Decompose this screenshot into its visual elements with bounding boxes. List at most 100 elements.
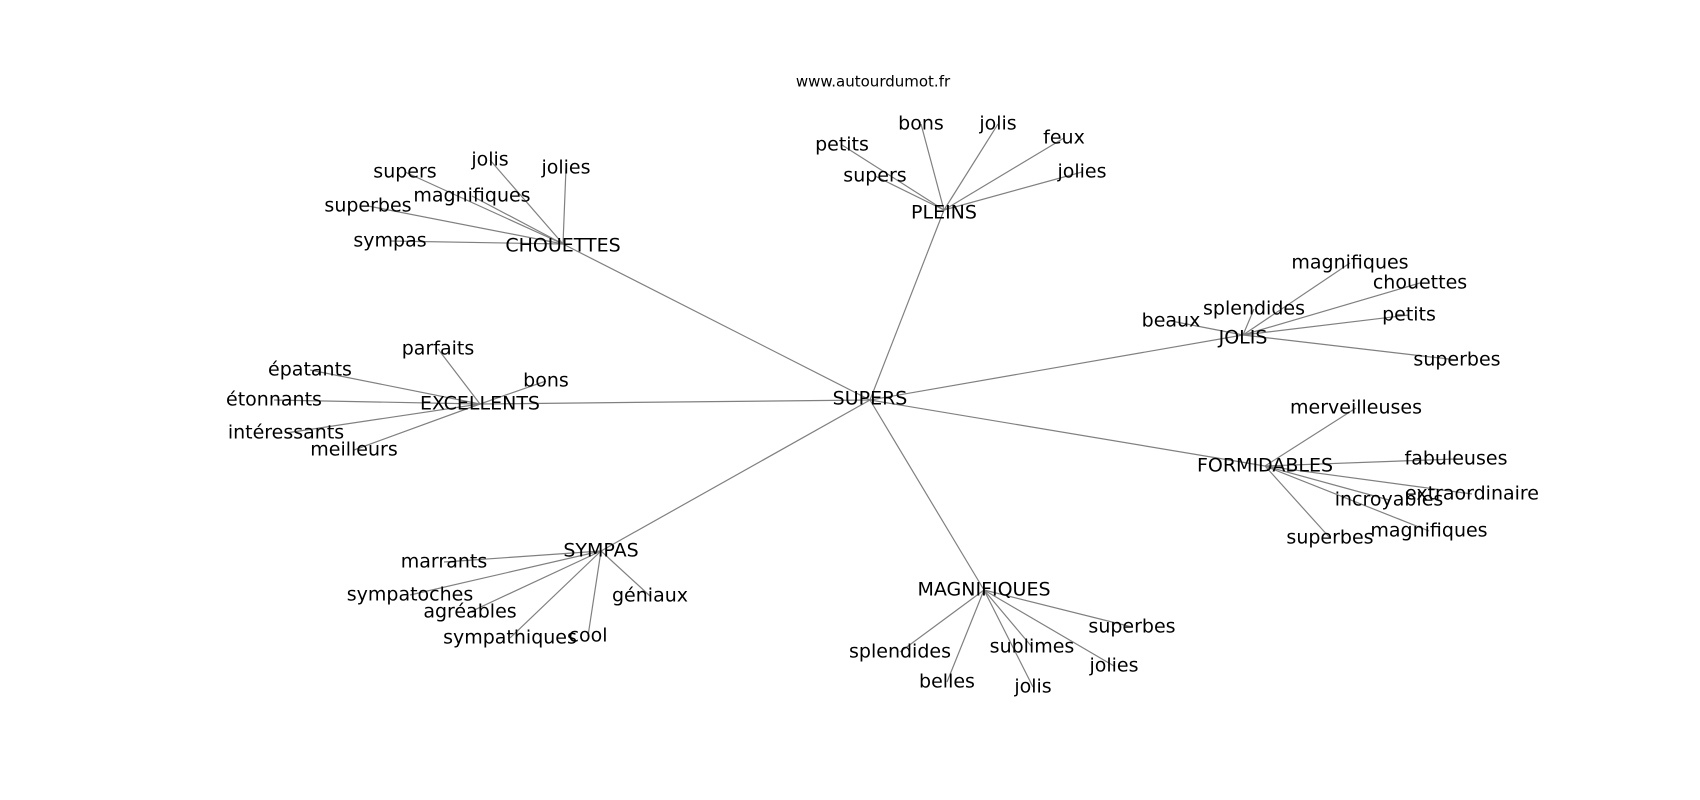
leaf-word-jolis-petits: petits <box>1382 304 1436 326</box>
edge-jolis-to-chouettes <box>1242 282 1421 336</box>
edge-chouettes-to-magnifiques <box>471 195 564 245</box>
leaf-word-chouettes-supers: supers <box>373 161 436 183</box>
leaf-word-magnifiques-superbes: superbes <box>1088 616 1175 638</box>
edge-chouettes-to-jolis <box>489 159 564 245</box>
edge-sympas-to-geniaux <box>600 550 651 597</box>
cluster-node-sympas: SYMPAS <box>563 540 638 562</box>
leaf-word-jolis-splendides: splendides <box>1203 298 1305 320</box>
edge-formidables-to-merveilleuses <box>1264 407 1357 467</box>
edge-magnifiques-to-belles <box>946 589 985 683</box>
edge-sympas-to-marrants <box>443 550 602 563</box>
cluster-node-magnifiques: MAGNIFIQUES <box>917 579 1050 601</box>
leaf-word-excellents-epatants: épatants <box>268 359 352 381</box>
leaf-word-sympas-geniaux: géniaux <box>612 585 688 607</box>
edge-jolis-to-splendides <box>1242 308 1255 336</box>
leaf-word-jolis-superbes: superbes <box>1413 349 1500 371</box>
edge-chouettes-to-sympas <box>389 240 564 245</box>
leaf-word-formidables-incroyables: incroyables <box>1335 489 1444 511</box>
edge-center-to-sympas <box>600 399 871 552</box>
leaf-word-pleins-jolis: jolis <box>978 113 1016 135</box>
leaf-word-chouettes-sympas: sympas <box>353 230 426 252</box>
edge-sympas-to-sympatoches <box>409 550 602 596</box>
edge-chouettes-to-superbes <box>367 205 564 245</box>
edge-pleins-to-petits <box>841 144 945 211</box>
leaf-word-magnifiques-jolis: jolis <box>1013 676 1051 698</box>
edge-sympas-to-agreables <box>469 550 602 613</box>
leaf-word-excellents-interessants: intéressants <box>228 422 344 444</box>
edge-pleins-to-jolis <box>943 123 999 211</box>
edge-jolis-to-magnifiques <box>1242 262 1351 336</box>
leaf-word-excellents-bons: bons <box>523 370 569 392</box>
edge-magnifiques-to-jolis <box>983 589 1034 688</box>
edge-excellents-to-etonnants <box>273 399 481 405</box>
edge-magnifiques-to-jolies <box>983 589 1115 667</box>
leaf-word-chouettes-magnifiques: magnifiques <box>413 185 530 207</box>
leaf-word-jolis-chouettes: chouettes <box>1373 272 1467 294</box>
leaf-word-pleins-supers: supers <box>843 165 906 187</box>
edge-formidables-to-extraordinaire <box>1264 465 1473 495</box>
leaf-word-pleins-petits: petits <box>815 134 869 156</box>
edge-center-to-chouettes <box>562 243 871 401</box>
edge-formidables-to-incroyables <box>1264 465 1390 501</box>
cluster-node-formidables: FORMIDABLES <box>1197 455 1333 477</box>
graph-edges <box>273 123 1473 688</box>
leaf-word-formidables-superbes: superbes <box>1286 527 1373 549</box>
edge-magnifiques-to-sublimes <box>983 589 1033 648</box>
edge-jolis-to-petits <box>1242 314 1410 336</box>
leaf-word-chouettes-superbes: superbes <box>324 195 411 217</box>
leaf-word-magnifiques-sublimes: sublimes <box>990 636 1075 658</box>
edge-center-to-excellents <box>479 399 871 405</box>
leaf-word-magnifiques-belles: belles <box>919 671 975 693</box>
cluster-node-excellents: EXCELLENTS <box>420 393 540 415</box>
edge-pleins-to-feux <box>943 137 1065 211</box>
edge-excellents-to-epatants <box>309 369 481 405</box>
leaf-word-pleins-bons: bons <box>898 113 944 135</box>
leaf-word-chouettes-jolis: jolis <box>470 149 508 171</box>
edge-sympas-to-sympathiques <box>509 550 602 639</box>
leaf-word-jolis-magnifiques: magnifiques <box>1291 252 1408 274</box>
leaf-word-pleins-jolies: jolies <box>1056 161 1106 183</box>
edge-excellents-to-bons <box>479 380 547 405</box>
edge-center-to-magnifiques <box>869 399 985 591</box>
cluster-node-pleins: PLEINS <box>911 202 977 224</box>
edge-pleins-to-bons <box>920 123 945 211</box>
leaf-word-sympas-agreables: agréables <box>423 601 516 623</box>
leaf-word-formidables-merveilleuses: merveilleuses <box>1290 397 1422 419</box>
edge-magnifiques-to-splendides <box>899 589 985 653</box>
edge-center-to-jolis <box>869 334 1244 401</box>
leaf-word-excellents-etonnants: étonnants <box>226 389 322 411</box>
edge-pleins-to-jolies <box>943 171 1083 211</box>
edge-excellents-to-interessants <box>285 403 481 434</box>
edge-jolis-to-beaux <box>1170 320 1244 336</box>
edge-formidables-to-fabuleuses <box>1264 458 1457 467</box>
edge-excellents-to-meilleurs <box>353 403 481 451</box>
leaf-word-sympas-sympathiques: sympathiques <box>443 627 577 649</box>
edge-sympas-to-cool <box>587 550 602 637</box>
leaf-word-excellents-meilleurs: meilleurs <box>310 439 397 461</box>
leaf-word-chouettes-jolies: jolies <box>540 157 590 179</box>
edge-center-to-pleins <box>869 209 945 401</box>
edge-chouettes-to-jolies <box>562 167 567 245</box>
edge-excellents-to-parfaits <box>437 348 481 405</box>
edge-formidables-to-superbes <box>1264 465 1331 539</box>
leaf-word-sympas-sympatoches: sympatoches <box>347 584 474 606</box>
leaf-word-pleins-feux: feux <box>1043 127 1085 149</box>
leaf-word-formidables-extraordinaire: extraordinaire <box>1405 483 1539 505</box>
edge-center-to-formidables <box>869 399 1266 467</box>
edge-pleins-to-supers <box>874 175 945 211</box>
source-watermark: www.autourdumot.fr <box>796 73 951 91</box>
edge-chouettes-to-supers <box>404 171 564 245</box>
leaf-word-formidables-magnifiques: magnifiques <box>1370 520 1487 542</box>
leaf-word-formidables-fabuleuses: fabuleuses <box>1405 448 1508 470</box>
edge-magnifiques-to-superbes <box>983 589 1133 628</box>
leaf-word-jolis-beaux: beaux <box>1142 310 1201 332</box>
cluster-node-chouettes: CHOUETTES <box>505 235 620 257</box>
leaf-word-magnifiques-jolies: jolies <box>1088 655 1138 677</box>
cluster-node-jolis: JOLIS <box>1218 327 1268 349</box>
edge-formidables-to-magnifiques <box>1264 465 1430 532</box>
leaf-word-magnifiques-splendides: splendides <box>849 641 951 663</box>
leaf-word-sympas-cool: cool <box>569 625 608 647</box>
edge-jolis-to-superbes <box>1242 334 1458 361</box>
